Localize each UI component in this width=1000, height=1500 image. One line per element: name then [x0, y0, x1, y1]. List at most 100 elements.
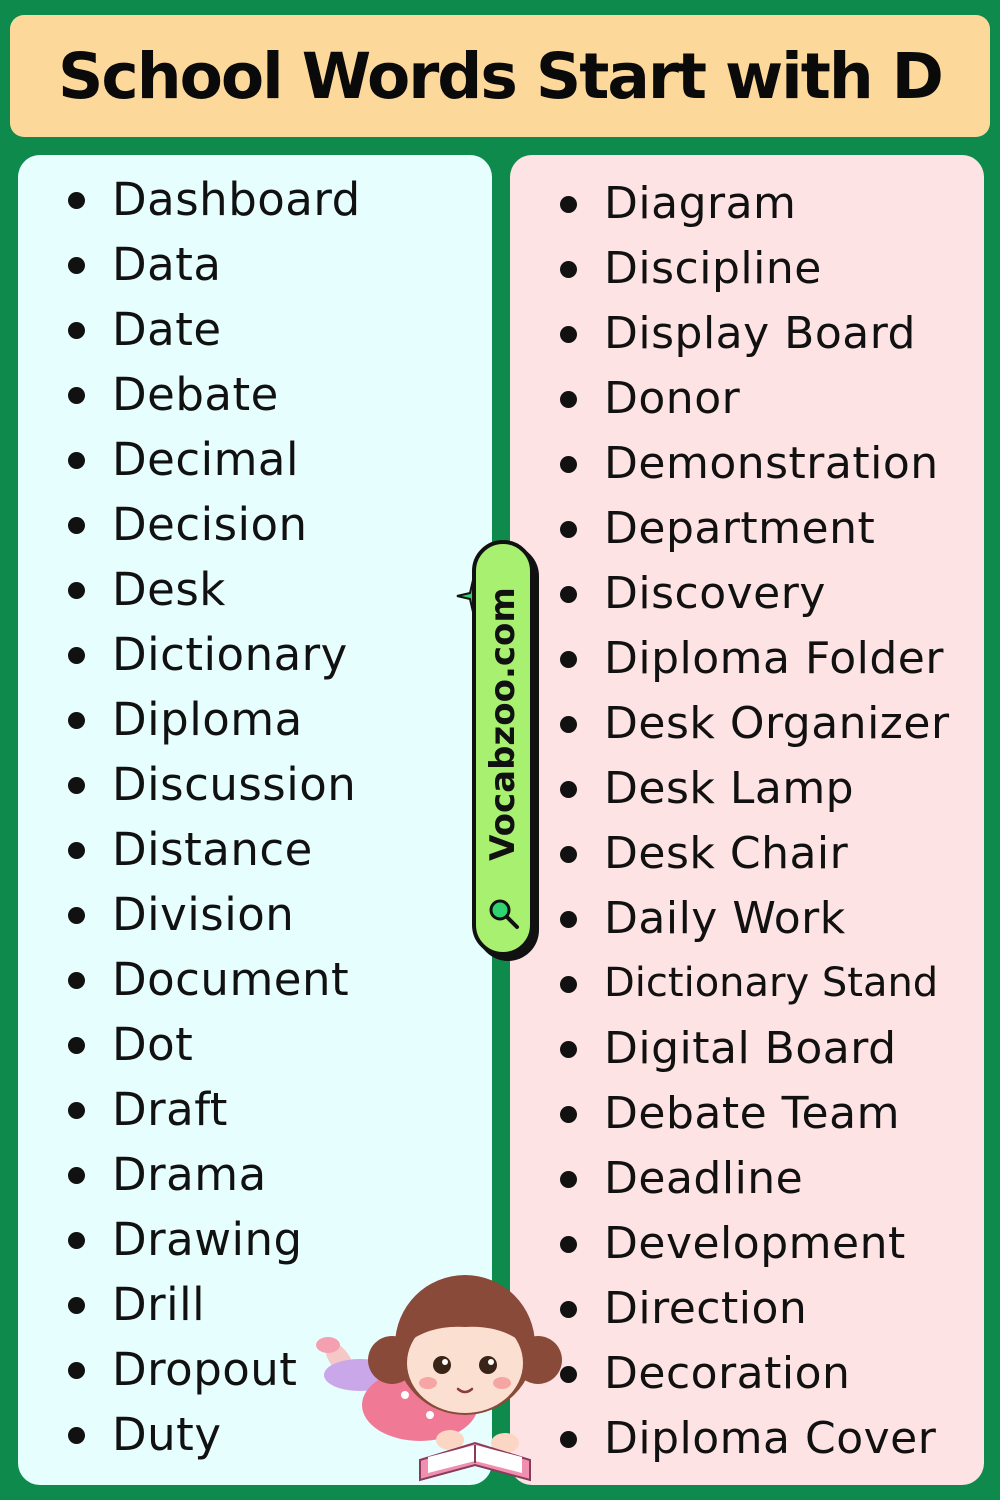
word-text: Diploma Cover	[604, 1413, 937, 1464]
bullet-icon	[560, 1301, 577, 1318]
left-word-item: Date	[68, 297, 361, 362]
word-text: Discovery	[604, 568, 826, 619]
word-text: Desk Organizer	[604, 698, 950, 749]
left-word-item: Draft	[68, 1077, 361, 1142]
website-label: Vocabzoo.com	[483, 586, 523, 861]
left-word-item: Desk	[68, 557, 361, 622]
right-word-item: Diploma Cover	[560, 1406, 950, 1471]
bullet-icon	[68, 777, 85, 794]
title-banner: School Words Start with D	[10, 15, 990, 137]
bullet-icon	[68, 1297, 85, 1314]
bullet-icon	[560, 586, 577, 603]
bullet-icon	[560, 911, 577, 928]
right-word-item: Desk Lamp	[560, 756, 950, 821]
word-text: Drawing	[112, 1213, 303, 1266]
word-text: Distance	[112, 823, 313, 876]
word-text: Dropout	[112, 1343, 298, 1396]
right-word-item: Decoration	[560, 1341, 950, 1406]
website-badge[interactable]: Vocabzoo.com	[472, 540, 534, 956]
right-word-item: Diagram	[560, 171, 950, 236]
bullet-icon	[68, 907, 85, 924]
page-title: School Words Start with D	[58, 39, 944, 113]
word-text: Dot	[112, 1018, 194, 1071]
bullet-icon	[560, 716, 577, 733]
word-text: Desk Lamp	[604, 763, 855, 814]
bullet-icon	[68, 387, 85, 404]
word-text: Draft	[112, 1083, 228, 1136]
word-text: Department	[604, 503, 876, 554]
word-text: Decoration	[604, 1348, 851, 1399]
bullet-icon	[68, 452, 85, 469]
bullet-icon	[68, 1102, 85, 1119]
bullet-icon	[560, 1041, 577, 1058]
bullet-icon	[560, 976, 577, 993]
word-text: Duty	[112, 1408, 222, 1461]
bullet-icon	[560, 261, 577, 278]
right-word-item: Diploma Folder	[560, 626, 950, 691]
bullet-icon	[68, 1037, 85, 1054]
right-word-item: Department	[560, 496, 950, 561]
right-word-item: Dictionary Stand	[560, 951, 950, 1016]
bullet-icon	[560, 1106, 577, 1123]
bullet-icon	[68, 257, 85, 274]
bullet-icon	[560, 846, 577, 863]
right-word-item: Display Board	[560, 301, 950, 366]
bullet-icon	[68, 1362, 85, 1379]
word-text: Daily Work	[604, 893, 846, 944]
word-text: Discussion	[112, 758, 357, 811]
right-word-item: Development	[560, 1211, 950, 1276]
word-text: Discipline	[604, 243, 822, 294]
word-text: Display Board	[604, 308, 916, 359]
word-text: Drama	[112, 1148, 267, 1201]
bullet-icon	[68, 582, 85, 599]
left-word-item: Data	[68, 232, 361, 297]
word-text: Date	[112, 303, 222, 356]
word-text: Deadline	[604, 1153, 804, 1204]
search-icon	[489, 899, 519, 929]
word-text: Drill	[112, 1278, 206, 1331]
bullet-icon	[68, 1232, 85, 1249]
word-text: Diploma Folder	[604, 633, 944, 684]
bullet-icon	[68, 192, 85, 209]
right-word-item: Debate Team	[560, 1081, 950, 1146]
word-text: Direction	[604, 1283, 808, 1334]
word-text: Development	[604, 1218, 906, 1269]
bullet-icon	[68, 842, 85, 859]
word-text: Demonstration	[604, 438, 939, 489]
right-word-item: Daily Work	[560, 886, 950, 951]
bullet-icon	[560, 326, 577, 343]
bullet-icon	[560, 456, 577, 473]
word-text: Debate	[112, 368, 279, 421]
left-word-item: Dropout	[68, 1337, 361, 1402]
word-text: Desk	[112, 563, 226, 616]
right-word-item: Digital Board	[560, 1016, 950, 1081]
word-text: Division	[112, 888, 295, 941]
left-word-item: Dictionary	[68, 622, 361, 687]
left-word-item: Duty	[68, 1402, 361, 1467]
left-word-item: Drawing	[68, 1207, 361, 1272]
left-word-item: Division	[68, 882, 361, 947]
bullet-icon	[68, 1167, 85, 1184]
bullet-icon	[560, 1236, 577, 1253]
word-text: Desk Chair	[604, 828, 849, 879]
bullet-icon	[560, 391, 577, 408]
word-text: Dictionary Stand	[604, 960, 939, 1006]
bullet-icon	[560, 196, 577, 213]
word-text: Data	[112, 238, 222, 291]
right-word-item: Direction	[560, 1276, 950, 1341]
left-word-item: Decision	[68, 492, 361, 557]
right-word-item: Discovery	[560, 561, 950, 626]
bullet-icon	[560, 521, 577, 538]
left-word-item: Dot	[68, 1012, 361, 1077]
right-word-item: Donor	[560, 366, 950, 431]
left-word-item: Discussion	[68, 752, 361, 817]
bullet-icon	[68, 647, 85, 664]
word-text: Digital Board	[604, 1023, 897, 1074]
left-word-item: Drill	[68, 1272, 361, 1337]
word-text: Diploma	[112, 693, 303, 746]
left-word-item: Decimal	[68, 427, 361, 492]
word-text: Decimal	[112, 433, 299, 486]
bullet-icon	[68, 712, 85, 729]
word-text: Document	[112, 953, 350, 1006]
